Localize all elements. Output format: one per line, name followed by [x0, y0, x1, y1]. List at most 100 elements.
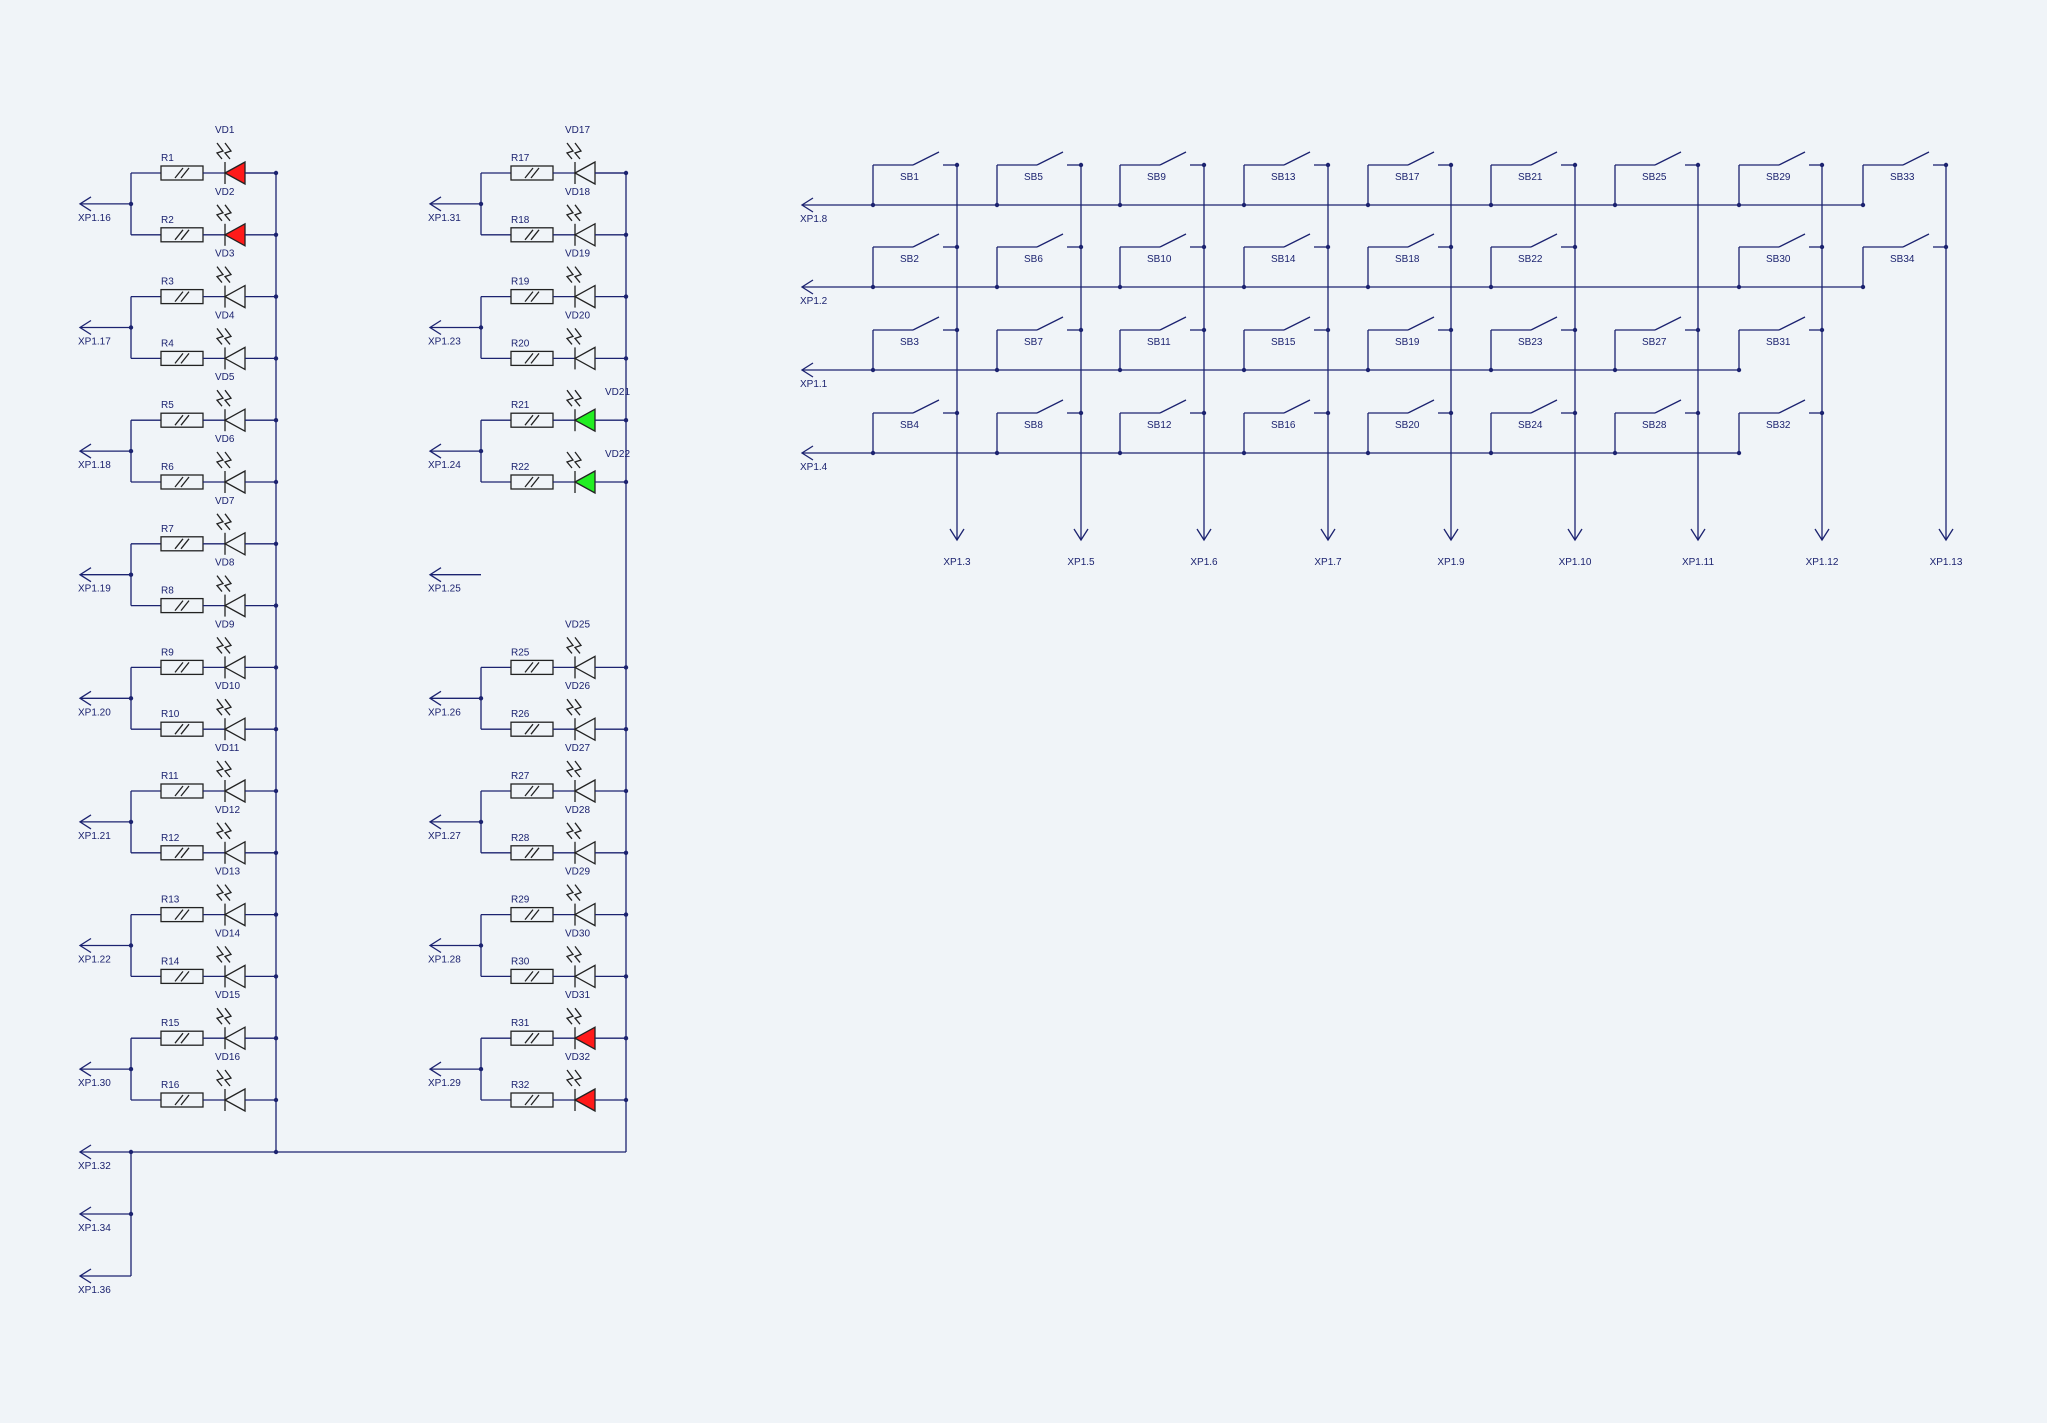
resistor-hatch: [174, 970, 184, 982]
connector-arrow-icon: [78, 1144, 92, 1160]
led-label: VD9: [215, 619, 235, 630]
light-arrow-icon: [565, 266, 575, 284]
connector-label: XP1.36: [78, 1285, 111, 1296]
light-arrow-icon: [223, 513, 233, 531]
junction-dot: [478, 201, 484, 207]
connector-arrow-icon: [800, 445, 814, 461]
connector-label: XP1.27: [428, 831, 461, 842]
switch-label: SB13: [1271, 172, 1296, 183]
light-arrow-icon: [223, 637, 233, 654]
led-section: XP1.16R1VD1R2VD2XP1.17R3VD3R4VD4XP1.18R5…: [78, 125, 630, 1152]
junction-dot: [478, 819, 484, 825]
led-label: VD14: [215, 928, 240, 939]
row-connector-label: XP1.1: [800, 379, 828, 390]
junction-dot: [1448, 244, 1454, 250]
row-connector-label: XP1.2: [800, 296, 828, 307]
switch-contact: [1283, 399, 1311, 414]
connector-arrow-icon: [800, 279, 814, 295]
resistor-hatch: [180, 909, 190, 921]
switch: SB17: [1365, 151, 1454, 208]
light-arrow-icon: [215, 328, 225, 345]
junction-dot: [128, 1066, 134, 1072]
resistor-label: R30: [511, 956, 530, 967]
led-label: VD10: [215, 681, 240, 692]
resistor-hatch: [530, 352, 540, 364]
resistor-hatch: [530, 661, 540, 673]
junction-dot: [1819, 244, 1825, 250]
light-arrow-icon: [223, 389, 233, 407]
column-connector-label: XP1.11: [1682, 557, 1714, 568]
connector-arrow-icon: [78, 567, 92, 583]
switch: SB1: [870, 151, 960, 208]
switch: SB19: [1365, 316, 1454, 373]
switch: SB23: [1488, 316, 1578, 373]
switch-contact: [1407, 399, 1435, 414]
connector-label: XP1.21: [78, 831, 111, 842]
connector-arrow-icon: [800, 362, 814, 378]
light-arrow-icon: [573, 698, 583, 716]
switch: SB11: [1117, 316, 1207, 373]
light-arrow-icon: [223, 328, 233, 345]
light-arrow-icon: [565, 204, 575, 222]
resistor-hatch: [174, 476, 184, 488]
connector-arrow-icon: [78, 690, 92, 706]
connector-arrow-icon: [1690, 528, 1706, 542]
column-connector-label: XP1.12: [1806, 557, 1839, 568]
resistor-hatch: [524, 352, 534, 364]
resistor-hatch: [180, 538, 190, 550]
connector-label: XP1.32: [78, 1161, 111, 1172]
resistor-label: R20: [511, 338, 530, 349]
junction-dot: [1819, 410, 1825, 416]
junction-dot: [128, 819, 134, 825]
light-arrow-icon: [573, 389, 583, 407]
resistor-label: R3: [161, 277, 174, 288]
resistor-label: R17: [511, 153, 530, 164]
resistor-label: R19: [511, 277, 530, 288]
light-arrow-icon: [223, 451, 233, 469]
light-arrow-icon: [223, 204, 233, 222]
light-arrow-icon: [573, 822, 583, 840]
switch-label: SB16: [1271, 420, 1296, 431]
resistor-label: R6: [161, 462, 174, 473]
resistor-label: R16: [161, 1080, 180, 1091]
connector-label: XP1.18: [78, 460, 111, 471]
resistor-label: R4: [161, 338, 174, 349]
light-arrow-icon: [215, 575, 225, 593]
switch-contact: [1654, 316, 1682, 331]
resistor-hatch: [530, 414, 540, 426]
switch-contact: [1530, 316, 1558, 331]
resistor-hatch: [530, 723, 540, 735]
resistor-label: R13: [161, 895, 180, 906]
switch-contact: [1902, 233, 1930, 248]
resistor-hatch: [524, 661, 534, 673]
resistor-hatch: [180, 661, 190, 673]
switch: SB31: [1736, 316, 1825, 373]
connector-arrow-icon: [78, 1268, 92, 1284]
light-arrow-icon: [223, 266, 233, 284]
light-arrow-icon: [223, 884, 233, 902]
resistor-label: R29: [511, 895, 530, 906]
junction-dot: [1078, 410, 1084, 416]
resistor-hatch: [180, 847, 190, 859]
light-arrow-icon: [215, 698, 225, 716]
resistor-hatch: [174, 1094, 184, 1106]
light-arrow-icon: [573, 1069, 583, 1087]
led-label: VD29: [565, 867, 590, 878]
connector-label: XP1.31: [428, 213, 461, 224]
switch-contact: [1778, 233, 1806, 248]
connector-arrow-icon: [78, 196, 92, 212]
junction-dot: [1695, 327, 1701, 333]
switch-contact: [1159, 399, 1187, 414]
led-label: VD32: [565, 1052, 590, 1063]
resistor-hatch: [524, 414, 534, 426]
switch-contact: [1036, 151, 1064, 166]
led-label: VD7: [215, 496, 235, 507]
junction-dot: [954, 162, 960, 168]
switch: SB4: [870, 399, 960, 456]
light-arrow-icon: [573, 1007, 583, 1025]
switch-label: SB28: [1642, 420, 1667, 431]
resistor-label: R7: [161, 524, 174, 535]
connector-label: XP1.34: [78, 1223, 111, 1234]
